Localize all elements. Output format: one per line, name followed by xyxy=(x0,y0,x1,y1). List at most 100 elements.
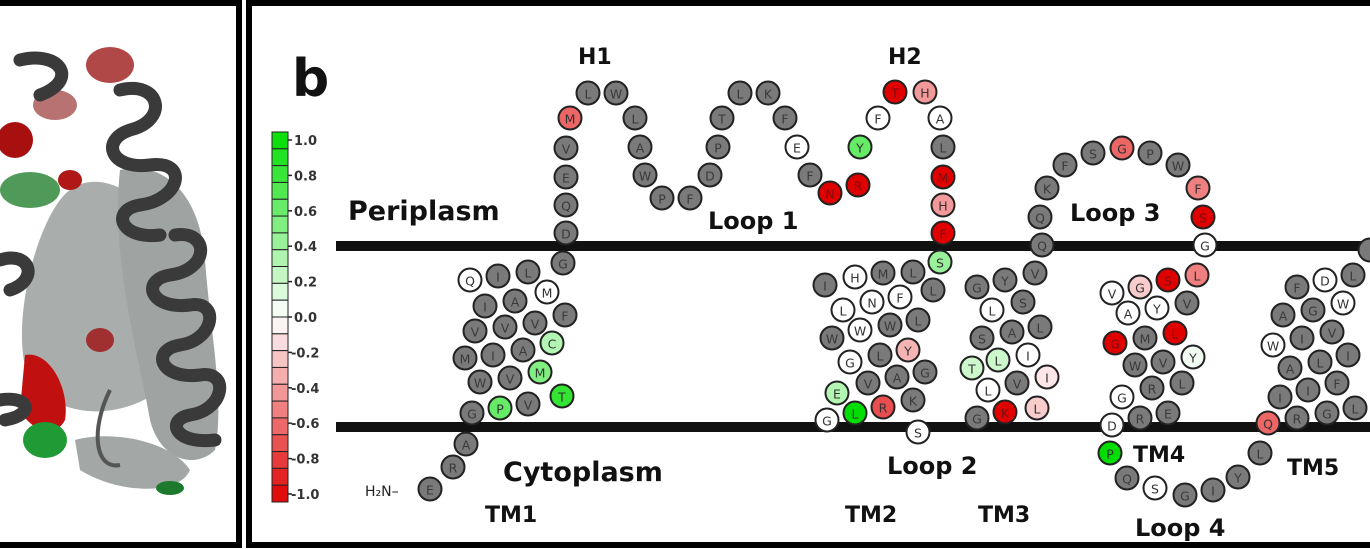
residue-letter: D xyxy=(705,169,715,184)
residue-letter: H xyxy=(938,199,947,214)
residue-letter: V xyxy=(864,377,873,392)
label-periplasm: Periplasm xyxy=(348,196,500,227)
colorbar-tick-label: 0.2 xyxy=(294,276,317,291)
residue-circle xyxy=(1097,440,1123,466)
residue-letter: I xyxy=(496,270,500,285)
residue-letter: Q xyxy=(1122,472,1132,487)
residue: F xyxy=(1284,274,1310,300)
residue-circle xyxy=(1150,349,1176,375)
residue-circle xyxy=(459,400,485,426)
residue-circle xyxy=(1277,355,1303,381)
residue-circle xyxy=(905,419,931,445)
residue-letter: Q xyxy=(1263,417,1273,432)
residue: S xyxy=(1142,475,1168,501)
residue-letter: W xyxy=(1267,339,1279,354)
residue: G xyxy=(1192,232,1218,258)
residue-circle xyxy=(1172,482,1198,508)
residue-letter: G xyxy=(1180,489,1190,504)
residue-circle xyxy=(1109,135,1135,161)
residue: T xyxy=(709,105,735,131)
residue-circle xyxy=(1300,297,1326,323)
residue-letter: V xyxy=(1031,267,1040,282)
residue: E xyxy=(553,164,579,190)
label-cytoplasm: Cytoplasm xyxy=(503,457,663,488)
residue-circle xyxy=(697,162,723,188)
residue-circle xyxy=(1052,152,1078,178)
colorbar-cell xyxy=(271,350,289,368)
residue-letter: A xyxy=(511,295,520,310)
colorbar-tick-label: 0.0 xyxy=(294,311,317,326)
residue-circle xyxy=(797,162,823,188)
residue: W xyxy=(467,369,493,395)
residue: V xyxy=(1099,280,1125,306)
residue: T xyxy=(959,355,985,381)
residue-letter: G xyxy=(1308,304,1318,319)
residue-letter: L xyxy=(877,349,884,364)
residue: F xyxy=(772,105,798,131)
residue-circle xyxy=(1260,332,1286,358)
residue: Y xyxy=(895,337,921,363)
residue-letter: S xyxy=(1199,211,1207,226)
residue-circle xyxy=(1155,267,1181,293)
residue: P xyxy=(487,395,513,421)
residue-circle xyxy=(979,297,1005,323)
residue-letter: G xyxy=(1322,407,1332,422)
residue-circle xyxy=(1324,370,1350,396)
residue-circle xyxy=(553,164,579,190)
residue-circle xyxy=(1169,370,1195,396)
residue-letter: S xyxy=(1019,296,1027,311)
residue-letter: R xyxy=(449,461,458,476)
residue-circle xyxy=(727,80,753,106)
colorbar-cell xyxy=(271,215,289,234)
residue-letter: M xyxy=(565,112,576,127)
residue: Q xyxy=(553,192,579,218)
colorbar-cell xyxy=(271,282,289,301)
residue-circle xyxy=(1127,405,1153,431)
residue-letter: R xyxy=(854,179,863,194)
residue-letter: W xyxy=(1129,359,1141,374)
residue: A xyxy=(927,105,953,131)
residue: Y xyxy=(992,267,1018,293)
residue-circle xyxy=(1284,274,1310,300)
residue-circle xyxy=(814,407,840,433)
residue-letter: K xyxy=(764,87,773,102)
residue-letter: K xyxy=(1043,182,1052,197)
residue-letter: A xyxy=(1008,326,1017,341)
residue: G xyxy=(1109,384,1135,410)
residue-circle xyxy=(510,337,536,363)
residue-circle xyxy=(472,293,498,319)
residue-letter: L xyxy=(840,304,847,319)
residue-letter: Y xyxy=(1188,351,1197,366)
residue-letter: S xyxy=(1164,274,1172,289)
residue: M xyxy=(870,260,896,286)
residue: A xyxy=(627,134,653,160)
residue: I xyxy=(1034,364,1060,390)
residue-circle xyxy=(920,277,946,303)
residue-circle xyxy=(440,454,466,480)
residue-circle xyxy=(649,185,675,211)
residue-circle xyxy=(1162,320,1188,346)
residue-circle xyxy=(1284,405,1310,431)
residue: L xyxy=(1342,395,1368,421)
residue-circle xyxy=(709,105,735,131)
residue-letter: T xyxy=(967,362,976,377)
residue-letter: V xyxy=(531,317,540,332)
residue: L xyxy=(905,307,931,333)
residue-letter: R xyxy=(1148,382,1157,397)
residue-circle xyxy=(1132,325,1158,351)
residue: H xyxy=(912,79,938,105)
label-tm2: TM2 xyxy=(845,503,897,528)
colorbar-tick-label: 0.4 xyxy=(294,240,317,255)
residue-circle xyxy=(819,325,845,351)
colorbar-tick-label: -0.6 xyxy=(291,417,319,432)
residue-circle xyxy=(1184,262,1210,288)
residue-circle xyxy=(830,297,856,323)
residue-letter: I xyxy=(491,349,495,364)
residue-letter: H xyxy=(850,271,859,286)
residue: P xyxy=(649,185,675,211)
residue-circle xyxy=(927,105,953,131)
residue: S xyxy=(1080,140,1106,166)
residue-letter: W xyxy=(884,319,896,334)
residue: S xyxy=(1190,204,1216,230)
